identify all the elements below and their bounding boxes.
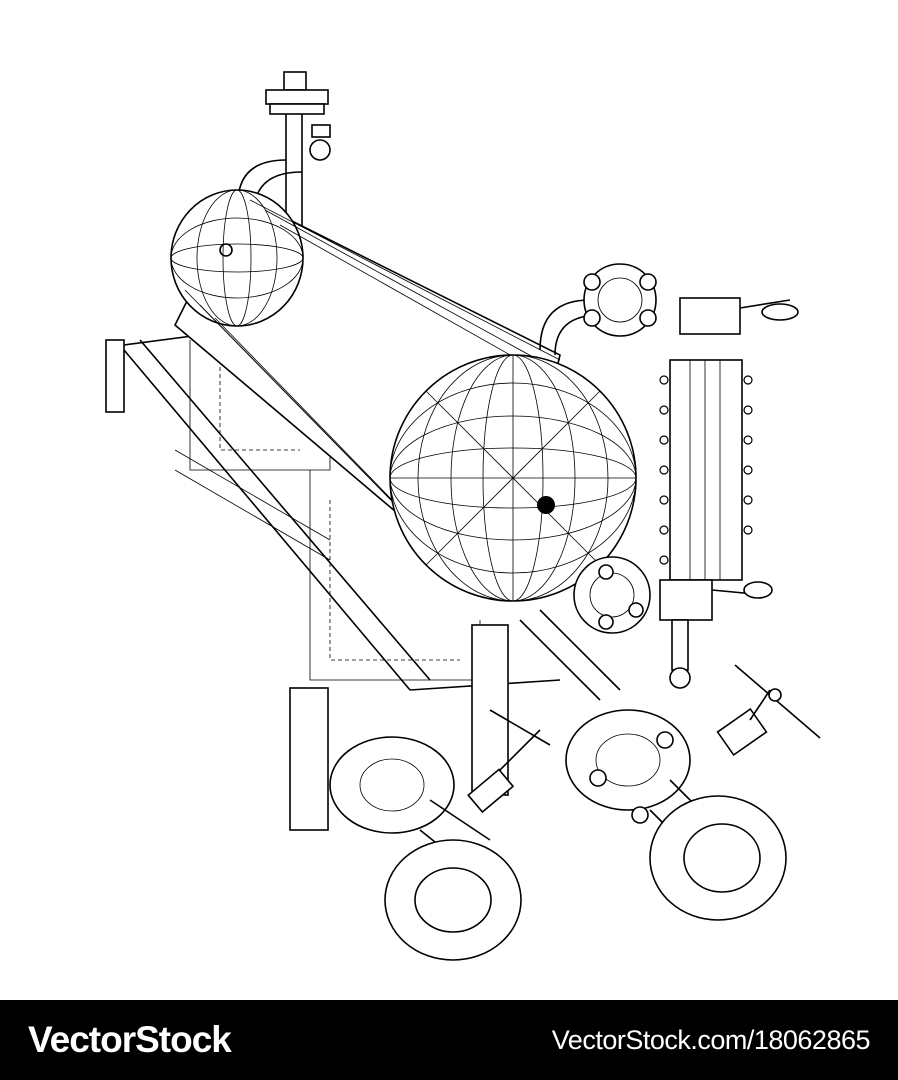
wireframe-illustration	[105, 71, 821, 961]
vessel-end-cap	[389, 354, 637, 602]
top-vent-pipe	[237, 71, 331, 300]
right-gate-valve	[565, 664, 821, 921]
stock-url: VectorStock.com/18062865	[551, 1024, 871, 1055]
left-support-bracket	[105, 334, 431, 691]
outlet-pipes	[289, 609, 621, 831]
watermark-bar: VectorStock VectorStock.com/18062865	[0, 1000, 898, 1080]
left-gate-valve	[329, 709, 551, 961]
brand-logo: VectorStock	[28, 1019, 232, 1060]
level-gauge	[539, 263, 799, 689]
